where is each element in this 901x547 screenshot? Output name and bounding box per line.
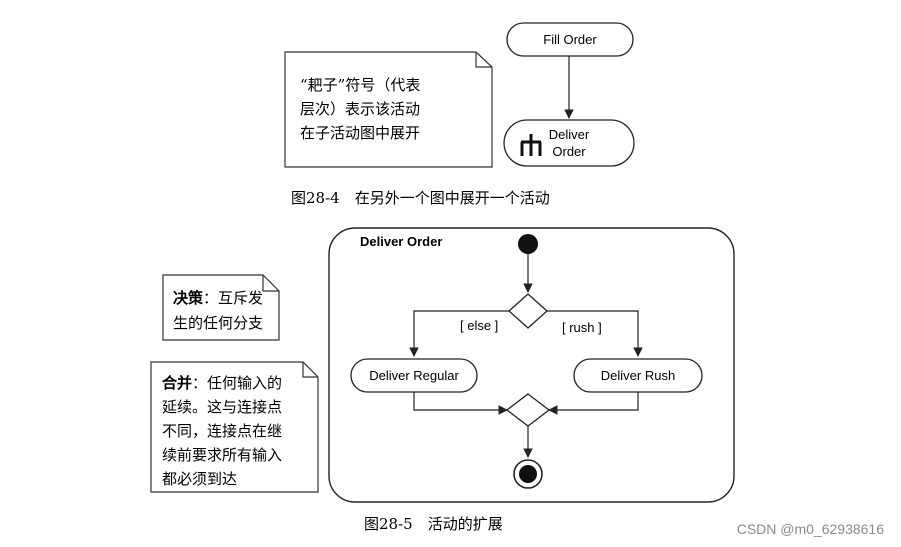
guard-else: [ else ] [460,318,498,333]
note-merge-line5: 都必须到达 [162,470,237,488]
note-merge-line1-rest: ：任何输入的 [192,374,282,392]
flow-decision-to-regular [409,310,509,357]
watermark: CSDN @m0_62938616 [737,521,885,537]
activity-fill-order [506,22,634,57]
flow-rush-to-merge [548,392,639,415]
note-merge [150,361,319,493]
rake-icon [520,134,542,156]
flow-decision-to-rush [547,310,643,357]
note-decision [162,274,280,341]
final-node [513,459,543,489]
note-rake-line3: 在子活动图中展开 [300,124,420,142]
frame-title: Deliver Order [360,234,442,249]
activity-frame-deliver-order [328,227,735,503]
flow-regular-to-merge [413,392,508,415]
note-decision-line1-rest: ：互斥发 [203,289,263,307]
note-merge-term: 合并 [161,374,192,392]
activity-deliver-regular-label: Deliver Regular [369,368,459,383]
note-decision-line2: 生的任何分支 [173,314,263,332]
note-merge-line2: 延续。这与连接点 [162,398,282,416]
note-rake-line2: 层次）表示该活动 [300,100,420,118]
note-merge-line1: 合并：任何输入的 [161,374,282,392]
activity-deliver-order-label-1: Deliver [549,127,590,142]
initial-node [518,234,538,254]
guard-rush: [ rush ] [562,320,602,335]
activity-deliver-order-label-2: Order [552,144,586,159]
note-merge-line3: 不同，连接点在继 [162,422,282,440]
activity-fill-order-label: Fill Order [543,32,597,47]
note-rake-line1: “耙子”符号（代表 [300,76,420,94]
note-merge-line4: 续前要求所有输入 [162,446,282,464]
note-rake-symbol [284,51,493,168]
activity-deliver-rush-label: Deliver Rush [601,368,675,383]
note-decision-term: 决策 [173,289,204,307]
caption-figure-28-5: 图28-5 活动的扩展 [364,515,503,533]
activity-deliver-order [503,119,635,167]
decision-node [508,293,548,329]
note-decision-line1: 决策：互斥发 [173,289,263,307]
caption-figure-28-4: 图28-4 在另外一个图中展开一个活动 [291,189,550,207]
